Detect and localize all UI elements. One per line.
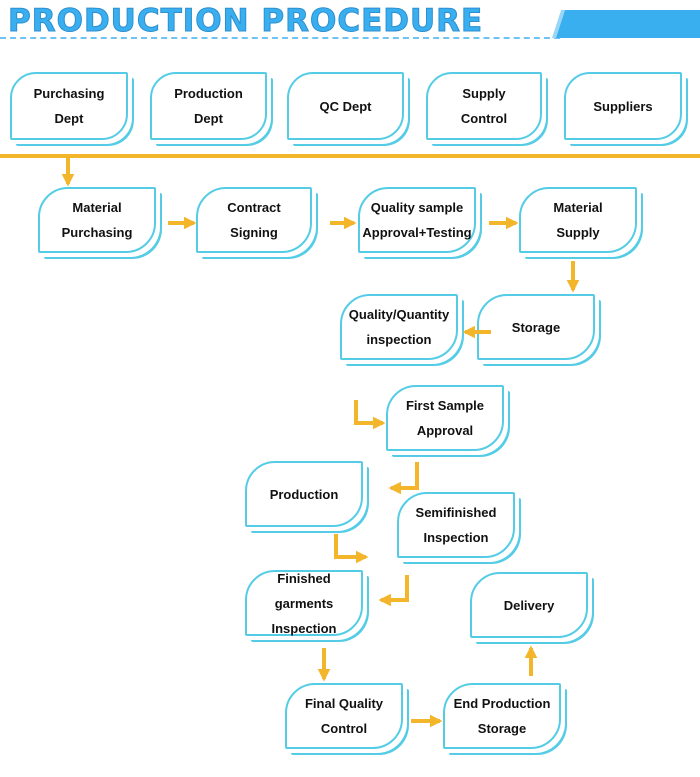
step-box-delivery: Delivery [470, 572, 588, 638]
step-label-final-quality-control: Final Quality Control [304, 696, 383, 736]
arrow-quality-quantity-to-first-sample [354, 400, 386, 430]
step-box-first-sample-approval: First Sample Approval [386, 385, 504, 451]
dept-label-qc: QC Dept [319, 98, 372, 114]
step-box-finished-garments-inspection: Finished garments Inspection [245, 570, 363, 636]
department-divider-line [0, 154, 700, 158]
page-title: PRODUCTION PROCEDURE [7, 3, 484, 40]
dept-label-production: Production Dept [174, 86, 243, 126]
step-label-quality-sample: Quality sample Approval+Testing [362, 200, 472, 240]
arrow-first-sample-to-production [388, 462, 419, 495]
dept-label-purchasing: Purchasing Dept [33, 86, 105, 126]
step-label-material-supply: Material Supply [553, 200, 603, 240]
step-box-storage: Storage [477, 294, 595, 360]
dept-label-suppliers: Suppliers [593, 98, 653, 114]
step-label-quality-quantity-inspection: Quality/Quantity inspection [348, 307, 450, 347]
arrow-semifinished-to-finished-garments [378, 575, 409, 607]
title-underline [0, 37, 560, 39]
step-label-production: Production [269, 486, 339, 502]
step-label-delivery: Delivery [503, 597, 555, 613]
step-label-end-production-storage: End Production Storage [453, 696, 551, 736]
arrow-production-to-semifinished [334, 534, 369, 564]
dept-box-suppliers: Suppliers [564, 72, 682, 140]
step-box-contract-signing: Contract Signing [196, 187, 312, 253]
step-box-semifinished-inspection: Semifinished Inspection [397, 492, 515, 558]
step-box-production: Production [245, 461, 363, 527]
dept-box-production: Production Dept [150, 72, 267, 140]
step-label-finished-garments-inspection: Finished garments Inspection [271, 570, 337, 636]
step-box-material-purchasing: Material Purchasing [38, 187, 156, 253]
dept-label-supply-control: Supply Control [460, 86, 508, 126]
dept-box-qc: QC Dept [287, 72, 404, 140]
step-label-contract-signing: Contract Signing [227, 200, 281, 240]
step-label-first-sample-approval: First Sample Approval [405, 398, 485, 438]
dept-box-purchasing: Purchasing Dept [10, 72, 128, 140]
step-box-end-production-storage: End Production Storage [443, 683, 561, 749]
step-label-material-purchasing: Material Purchasing [61, 200, 133, 240]
step-box-quality-quantity-inspection: Quality/Quantity inspection [340, 294, 458, 360]
step-label-semifinished-inspection: Semifinished Inspection [415, 505, 497, 545]
step-box-final-quality-control: Final Quality Control [285, 683, 403, 749]
step-box-material-supply: Material Supply [519, 187, 637, 253]
step-box-quality-sample: Quality sample Approval+Testing [358, 187, 476, 253]
dept-box-supply-control: Supply Control [426, 72, 542, 140]
step-label-storage: Storage [511, 319, 561, 335]
